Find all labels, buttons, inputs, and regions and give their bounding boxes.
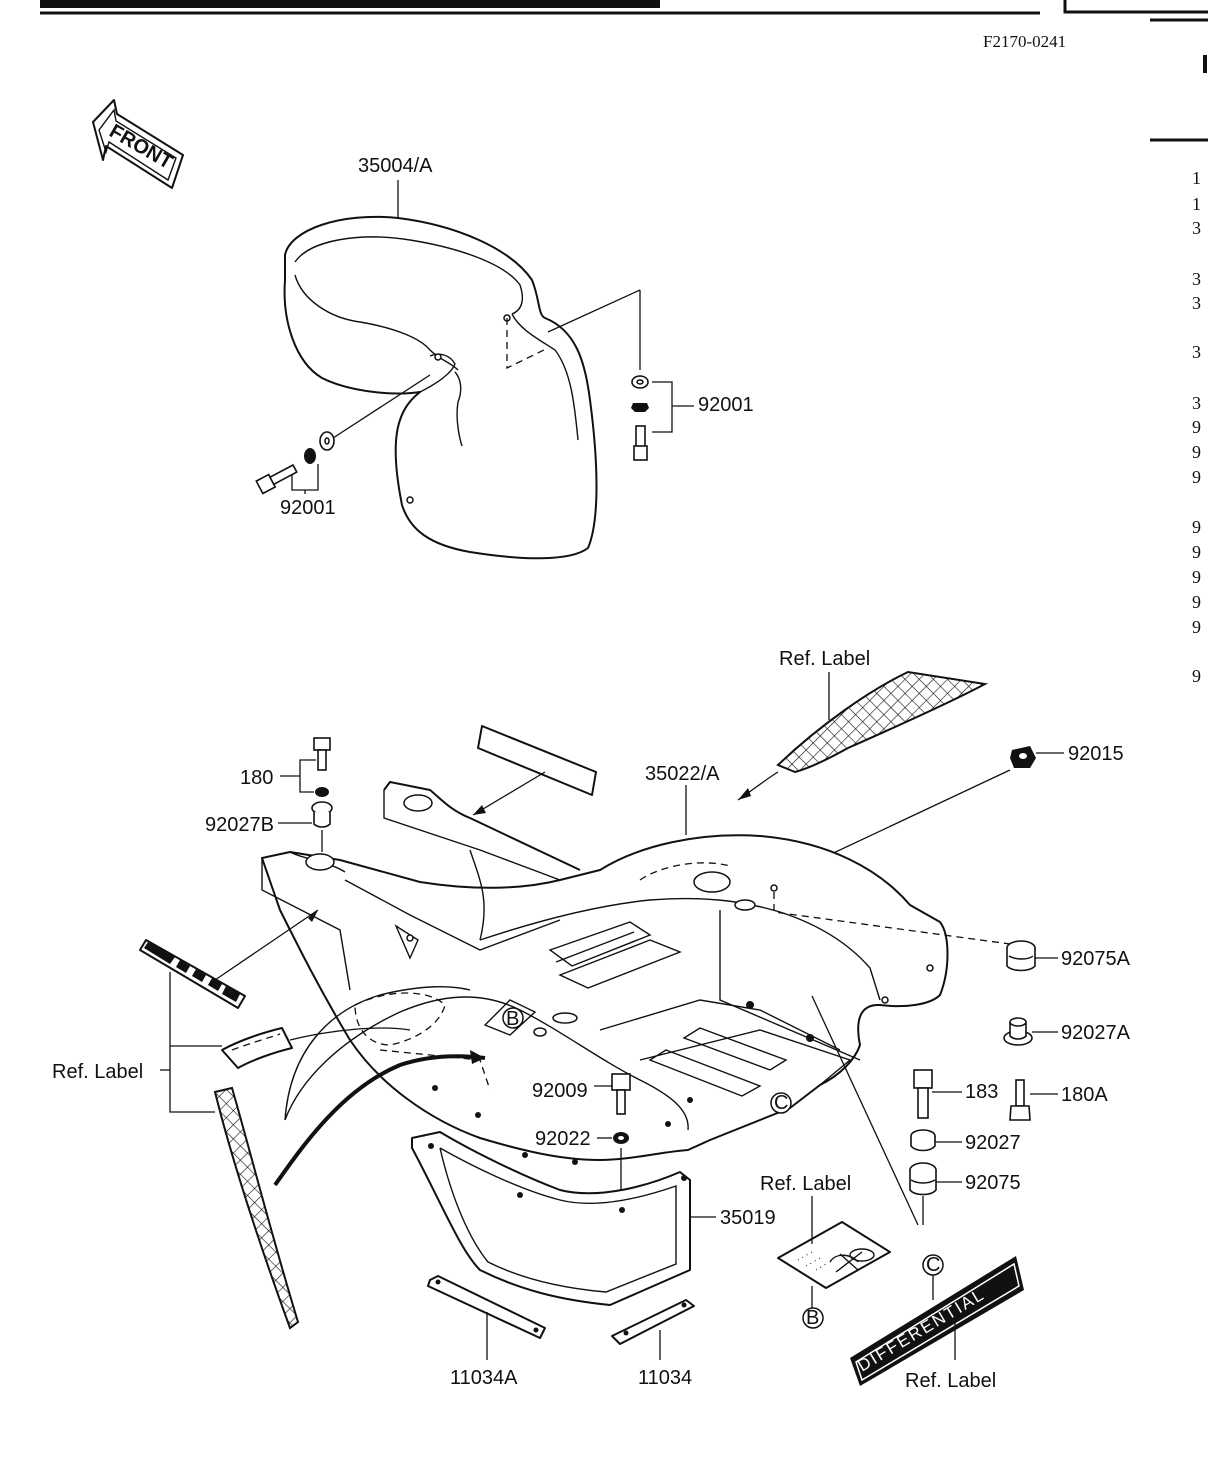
margin-number: 3 [1192,293,1201,313]
index-mark [1203,55,1207,73]
callout-35019: 35019 [720,1207,776,1229]
fastener-set-92001-left [255,431,335,495]
marker-b-top-label: B [506,1008,519,1030]
fastener-set-92001-right [631,375,694,461]
callout-front-fender: 35004/A [358,155,433,177]
callout-ref-label-left: Ref. Label [52,1061,143,1083]
margin-number: 1 [1192,168,1201,188]
margin-number: 3 [1192,269,1201,289]
callout-92009: 92009 [532,1080,588,1102]
rear-fender [261,781,1011,1165]
margin-number: 9 [1192,542,1201,562]
bolt-180-set [278,737,333,852]
ref-label-top-decal [737,670,989,801]
marker-b-top: B [502,1007,524,1030]
callout-92027b: 92027B [205,814,274,836]
marker-c-top: C [770,1092,792,1114]
bolt-183-set [909,1069,962,1225]
page-header: F2170-0241 [40,0,1208,142]
marker-b-bottom-label: B [806,1307,819,1329]
differential-text: DIFFERENTIAL [854,1285,988,1376]
callout-92022: 92022 [535,1128,591,1150]
callout-11034: 11034 [638,1367,692,1389]
margin-number: 9 [1192,567,1201,587]
callout-180a: 180A [1061,1084,1108,1106]
callout-92075: 92075 [965,1172,1021,1194]
bolt-92009-set [594,1073,631,1210]
margin-number: 1 [1192,194,1201,214]
marker-c-bottom: C [922,1254,944,1276]
plate-11034 [611,1299,695,1360]
leader-c [811,995,919,1226]
callout-183: 183 [965,1081,998,1103]
callout-92027: 92027 [965,1132,1021,1154]
mud-flap [411,1131,716,1306]
front-arrow-sign: FRONT [92,99,184,189]
callout-92001-left: 92001 [280,497,336,519]
figure-code: F2170-0241 [983,32,1066,51]
margin-number: 9 [1192,517,1201,537]
front-fender [283,180,641,560]
grommet-92075a [1006,940,1058,972]
margin-number: 9 [1192,666,1201,686]
margin-number: 9 [1192,592,1201,612]
title-bar [40,0,660,8]
callout-11034a: 11034A [450,1367,518,1389]
callout-ref-label-bottom: Ref. Label [905,1370,996,1392]
margin-number: 9 [1192,417,1201,437]
callout-92015: 92015 [1068,743,1124,765]
margin-number: 3 [1192,218,1201,238]
callout-ref-label-top: Ref. Label [779,648,870,670]
ref-label-mid-decal [777,1196,891,1308]
margin-number: 9 [1192,617,1201,637]
header-box [1063,0,1208,14]
plate-11034a [427,1275,546,1360]
callout-ref-label-mid: Ref. Label [760,1173,851,1195]
callout-92027a: 92027A [1061,1022,1131,1044]
callout-92001-right: 92001 [698,394,754,416]
margin-number: 3 [1192,342,1201,362]
margin-number: 3 [1192,393,1201,413]
margin-number: 9 [1192,467,1201,487]
callout-180: 180 [240,767,273,789]
bolt-180a [1009,1079,1058,1121]
marker-b-bottom: B [802,1307,824,1329]
ref-label-sticker-upper [472,725,597,816]
margin-index: 1 1 3 3 3 3 3 9 9 9 9 9 9 9 9 9 [1192,168,1201,686]
callout-92075a: 92075A [1061,948,1131,970]
margin-number: 9 [1192,442,1201,462]
collar-92027a [1003,1017,1058,1046]
callout-rear-fender: 35022/A [645,763,720,785]
ref-label-left-decals [139,909,486,1330]
marker-c-bottom-label: C [926,1254,940,1276]
marker-c-top-label: C [774,1092,788,1114]
